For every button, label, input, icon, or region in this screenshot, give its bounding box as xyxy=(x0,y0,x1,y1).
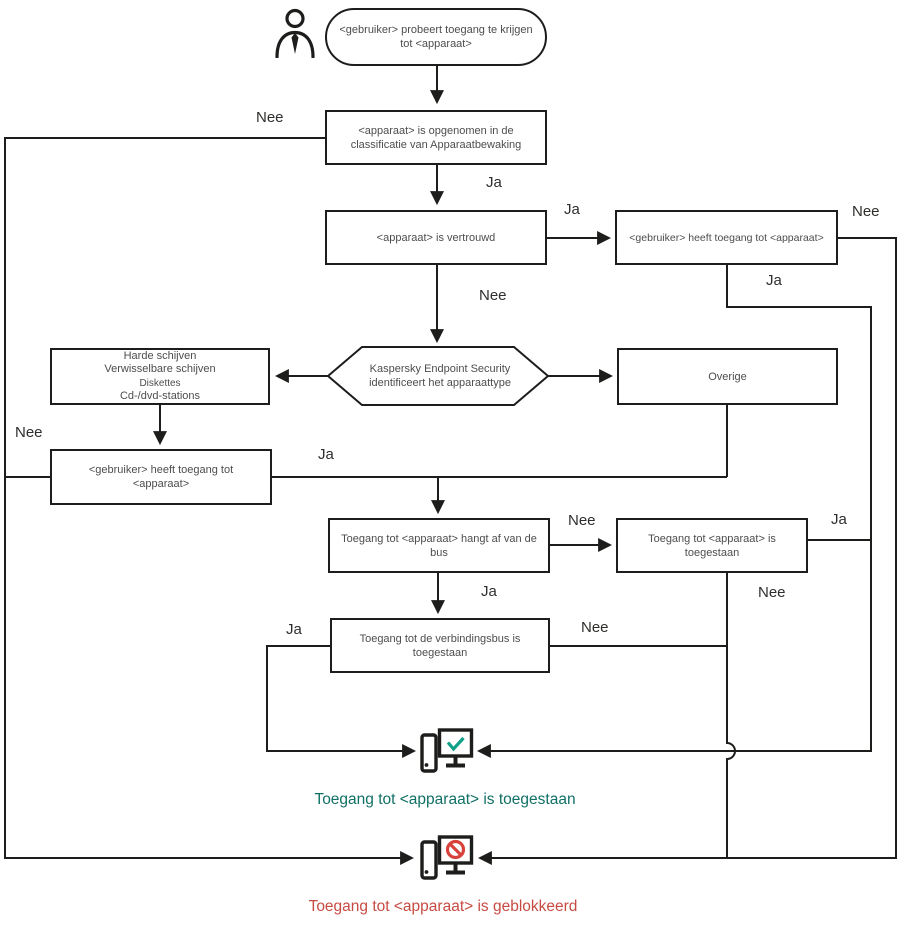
node-trusted-label: <apparaat> is vertrouwd xyxy=(376,231,496,244)
storage-type-diskettes: Diskettes xyxy=(139,377,181,389)
node-other: Overige xyxy=(617,348,838,405)
label-trusted-nee: Nee xyxy=(479,287,507,304)
node-user-access-left-label: <gebruiker> heeft toegang tot <apparaat> xyxy=(88,464,234,490)
node-user-access-left: <gebruiker> heeft toegang tot <apparaat> xyxy=(50,449,272,505)
node-classification: <apparaat> is opgenomen in de classifica… xyxy=(325,110,547,165)
label-busdependent-nee: Nee xyxy=(568,512,596,529)
node-bus-dependent: Toegang tot <apparaat> hangt af van de b… xyxy=(328,518,550,573)
storage-type-hard-drives: Harde schijven xyxy=(123,349,197,362)
computer-allowed-icon xyxy=(419,727,475,777)
allowed-caption: Toegang tot <apparaat> is toegestaan xyxy=(314,791,576,808)
node-user-access-top-label: <gebruiker> heeft toegang tot <apparaat> xyxy=(629,231,824,244)
node-user-access-top: <gebruiker> heeft toegang tot <apparaat> xyxy=(615,210,838,265)
user-icon xyxy=(274,8,316,59)
label-busdependent-ja: Ja xyxy=(481,583,497,600)
identify-hexagon-shape xyxy=(326,346,550,406)
node-device-access-allowed-label: Toegang tot <apparaat> is toegestaan xyxy=(648,532,776,559)
prohibition-icon xyxy=(445,839,466,860)
edge-busallowed-ja-to-allowed xyxy=(266,645,417,758)
node-identify-label: Kaspersky Endpoint Security identificeer… xyxy=(369,363,511,389)
node-storage-types: Harde schijven Verwisselbare schijven Di… xyxy=(50,348,270,405)
label-classification-nee: Nee xyxy=(256,109,284,126)
node-start: <gebruiker> probeert toegang te krijgen … xyxy=(325,8,547,66)
edge-deviceallowed-nee-hop xyxy=(726,573,736,857)
node-other-label: Overige xyxy=(708,370,747,383)
computer-blocked-icon xyxy=(419,834,475,884)
label-userleft-ja: Ja xyxy=(318,446,334,463)
label-userleft-nee: Nee xyxy=(15,424,43,441)
node-identify: Kaspersky Endpoint Security identificeer… xyxy=(345,347,535,405)
node-device-access-allowed: Toegang tot <apparaat> is toegestaan xyxy=(616,518,808,573)
node-start-label: <gebruiker> probeert toegang te krijgen … xyxy=(339,24,533,50)
check-icon xyxy=(446,736,465,752)
node-classification-label: <apparaat> is opgenomen in de classifica… xyxy=(350,124,522,151)
edge-classification-nee-to-blocked xyxy=(4,137,415,865)
node-bus-access-allowed-label: Toegang tot de verbindingsbus is toegest… xyxy=(359,632,521,659)
edge-usertop-nee-to-blocked xyxy=(477,237,897,865)
label-usertop-nee: Nee xyxy=(852,203,880,220)
blocked-caption: Toegang tot <apparaat> is geblokkeerd xyxy=(308,898,578,915)
label-trusted-ja: Ja xyxy=(564,201,580,218)
storage-type-removable: Verwisselbare schijven xyxy=(104,363,216,375)
storage-type-cd-dvd: Cd-/dvd-stations xyxy=(119,390,201,402)
label-classification-ja: Ja xyxy=(486,174,502,191)
edge-usertop-ja-to-allowed xyxy=(476,265,872,758)
label-busallowed-nee: Nee xyxy=(581,619,609,636)
node-bus-dependent-label: Toegang tot <apparaat> hangt af van de b… xyxy=(341,532,537,559)
label-deviceallowed-ja: Ja xyxy=(831,511,847,528)
node-bus-access-allowed: Toegang tot de verbindingsbus is toegest… xyxy=(330,618,550,673)
label-busallowed-ja: Ja xyxy=(286,621,302,638)
label-usertop-ja: Ja xyxy=(766,272,782,289)
node-trusted: <apparaat> is vertrouwd xyxy=(325,210,547,265)
label-deviceallowed-nee: Nee xyxy=(758,584,786,601)
